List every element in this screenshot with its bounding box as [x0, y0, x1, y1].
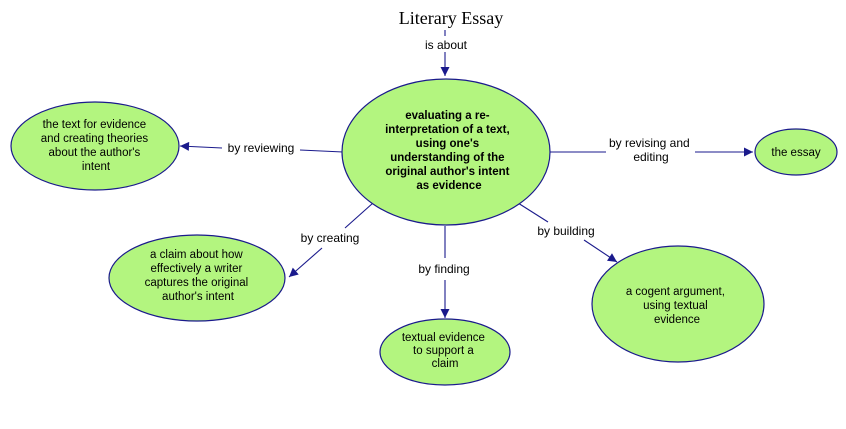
node-textual-evidence-text: textual evidence to support a claim [402, 332, 488, 370]
link-label-by-reviewing: by reviewing [228, 141, 295, 155]
link-label-by-building: by building [537, 224, 594, 238]
node-text-line: a cogent argument, [626, 286, 725, 298]
node-text-line: intent [82, 161, 111, 173]
node-the-essay[interactable]: the essay [754, 128, 838, 176]
node-text-evidence-theories-shape [10, 101, 180, 191]
edge-creating-a [344, 202, 374, 229]
edge-building-a [517, 202, 549, 223]
node-the-essay-shape [754, 128, 838, 176]
edges [179, 30, 753, 318]
node-text-line: using one's [416, 138, 479, 150]
nodes: evaluating a re- interpretation of a tex… [10, 78, 838, 386]
node-claim-shape [108, 234, 286, 322]
node-text-line: the essay [771, 147, 820, 159]
node-text-line: to support a [413, 345, 474, 357]
node-text-line: evidence [654, 314, 700, 326]
node-text-line: captures the original [145, 277, 249, 289]
node-textual-evidence[interactable]: textual evidence to support a claim [379, 318, 511, 386]
node-text-line: using textual [643, 300, 708, 312]
link-label-is-about: is about [425, 38, 468, 52]
node-cogent-argument-shape [591, 245, 765, 363]
node-text-line: as evidence [416, 180, 481, 192]
edge-reviewing-a [299, 149, 344, 153]
link-label-line: by building [537, 224, 594, 238]
node-text-line: effectively a writer [150, 263, 242, 275]
node-cogent-argument[interactable]: a cogent argument, using textual evidenc… [591, 245, 765, 363]
node-text-line: the text for evidence [43, 119, 147, 131]
node-center-shape [341, 78, 551, 226]
link-label-line: by reviewing [228, 141, 295, 155]
node-center[interactable]: evaluating a re- interpretation of a tex… [341, 78, 551, 226]
link-label-line: editing [633, 150, 668, 164]
link-label-by-revising: by revising and editing [609, 136, 693, 164]
node-text-line: textual evidence [402, 332, 485, 344]
node-center-text: evaluating a re- interpretation of a tex… [385, 110, 513, 192]
node-text-line: evaluating a re- [405, 110, 490, 122]
node-text-evidence-theories[interactable]: the text for evidence and creating theor… [10, 101, 180, 191]
node-text-evidence-theories-text: the text for evidence and creating theor… [41, 119, 152, 173]
node-text-line: understanding of the [390, 152, 504, 164]
node-text-line: author's intent [162, 291, 235, 303]
node-text-line: interpretation of a text, [385, 124, 510, 136]
diagram-title: Literary Essay [399, 8, 503, 28]
link-label-by-creating: by creating [301, 231, 360, 245]
node-text-line: and creating theories [41, 133, 149, 145]
node-text-line: claim [432, 358, 459, 370]
link-label-line: by creating [301, 231, 360, 245]
link-label-line: is about [425, 38, 468, 52]
edge-building-b [583, 239, 618, 263]
link-labels: is about by reviewing by revising and ed… [228, 38, 693, 276]
node-claim-text: a claim about how effectively a writer c… [145, 249, 252, 303]
node-the-essay-text: the essay [771, 147, 820, 159]
node-text-line: about the author's [49, 147, 141, 159]
node-textual-evidence-shape [379, 318, 511, 386]
edge-reviewing-b [179, 141, 223, 151]
link-label-line: by finding [418, 262, 469, 276]
edge-creating-b [288, 247, 323, 278]
link-label-line: by revising and [609, 136, 690, 150]
node-claim[interactable]: a claim about how effectively a writer c… [108, 234, 286, 322]
node-text-line: a claim about how [150, 249, 243, 261]
node-text-line: original author's intent [385, 166, 509, 178]
link-label-by-finding: by finding [418, 262, 469, 276]
node-cogent-argument-text: a cogent argument, using textual evidenc… [626, 286, 728, 326]
